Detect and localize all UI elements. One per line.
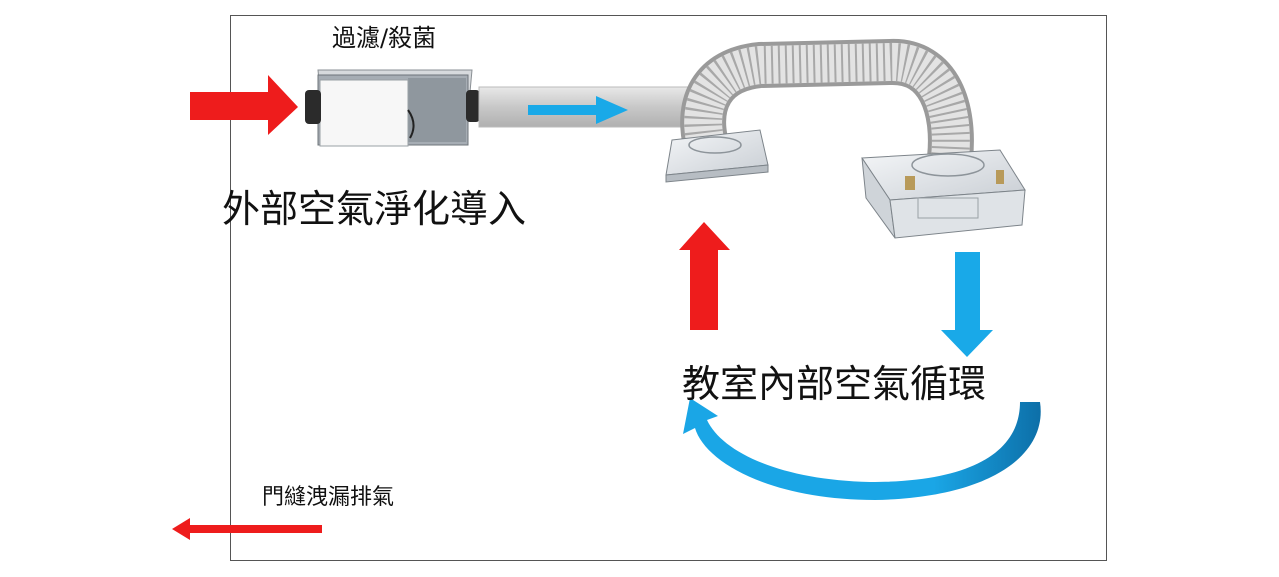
filter-unit: [305, 69, 480, 147]
outdoor-intake-label: 外部空氣淨化導入: [222, 187, 527, 231]
downward-circulation-arrow: [941, 252, 993, 357]
supply-diffuser: [665, 129, 769, 183]
leak-exhaust-label: 門縫洩漏排氣: [262, 485, 395, 510]
flexible-duct: [680, 39, 974, 161]
duct-flow-arrow: [528, 96, 628, 124]
leak-exhaust-arrow: [172, 518, 322, 540]
classroom-frame: [230, 15, 1107, 561]
upward-supply-arrow: [679, 222, 730, 330]
indoor-circulation-label: 教室內部空氣循環: [682, 362, 987, 406]
return-diffuser: [861, 149, 1026, 239]
circulation-curve-arrow: [683, 398, 1041, 500]
filter-label: 過濾/殺菌: [332, 24, 437, 52]
intake-arrow: [190, 75, 298, 135]
